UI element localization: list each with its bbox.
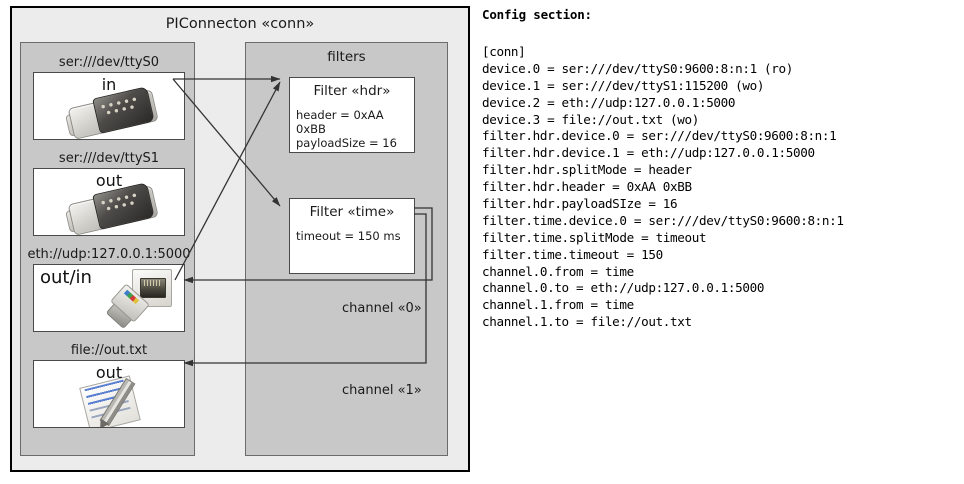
device-label: eth://udp:127.0.0.1:5000 xyxy=(27,247,191,262)
channel-0-label: channel «0» xyxy=(342,301,422,316)
filter-box-hdr[interactable]: Filter «hdr» header = 0xAA 0xBB payloadS… xyxy=(289,77,415,153)
device-direction: out xyxy=(95,363,123,382)
device-ser-ttys0[interactable]: ser:///dev/ttyS0 in xyxy=(33,55,185,140)
config-line: filter.time.device.0 = ser:///dev/ttyS0:… xyxy=(482,212,844,228)
config-line: channel.0.to = eth://udp:127.0.0.1:5000 xyxy=(482,280,765,296)
filter-property: header = 0xAA 0xBB xyxy=(296,108,384,136)
piconnecton-diagram: PIConnecton «conn» ser:///dev/ttyS0 in s… xyxy=(10,6,470,472)
channel-1-label: channel «1» xyxy=(342,383,422,398)
config-line: device.2 = eth://udp:127.0.0.1:5000 xyxy=(482,94,736,110)
text-file-icon xyxy=(79,375,154,427)
filters-panel-title: filters xyxy=(327,49,366,65)
config-line: filter.hdr.device.1 = eth://udp:127.0.0.… xyxy=(482,145,815,161)
device-box[interactable]: in xyxy=(33,72,185,140)
filter-title: Filter «hdr» xyxy=(313,83,391,99)
device-eth-udp[interactable]: eth://udp:127.0.0.1:5000 out/in xyxy=(27,247,191,332)
config-section: Config section: [conn]device.0 = ser:///… xyxy=(482,0,964,484)
filter-title: Filter «time» xyxy=(309,204,395,220)
config-line: device.3 = file://out.txt (wo) xyxy=(482,111,699,127)
config-line: filter.hdr.splitMode = header xyxy=(482,162,692,178)
filter-properties: timeout = 150 ms xyxy=(290,220,414,251)
config-section-heading: Config section: xyxy=(482,7,592,22)
device-direction: out/in xyxy=(40,267,92,288)
filter-property: payloadSize = 16 xyxy=(296,136,397,150)
config-line: device.0 = ser:///dev/ttyS0:9600:8:n:1 (… xyxy=(482,60,793,76)
config-line: filter.hdr.device.0 = ser:///dev/ttyS0:9… xyxy=(482,128,837,144)
diagram-title: PIConnecton «conn» xyxy=(165,16,315,32)
config-line: channel.1.to = file://out.txt xyxy=(482,314,692,330)
device-direction: out xyxy=(95,171,123,190)
config-line: filter.time.splitMode = timeout xyxy=(482,229,707,245)
config-line: channel.1.from = time xyxy=(482,297,634,313)
device-box[interactable]: out/in xyxy=(33,264,185,332)
device-label: ser:///dev/ttyS1 xyxy=(58,151,160,166)
device-ser-ttys1[interactable]: ser:///dev/ttyS1 out xyxy=(33,151,185,236)
device-box[interactable]: out xyxy=(33,168,185,236)
config-line: [conn] xyxy=(482,44,526,59)
filters-panel: filters Filter «hdr» header = 0xAA 0xBB … xyxy=(245,42,448,456)
devices-panel: ser:///dev/ttyS0 in ser:///dev/ttyS1 out xyxy=(20,42,195,456)
config-section-body: [conn]device.0 = ser:///dev/ttyS0:9600:8… xyxy=(482,44,844,331)
config-line: channel.0.from = time xyxy=(482,263,634,279)
config-line: device.1 = ser:///dev/ttyS1:115200 (wo) xyxy=(482,77,765,93)
ethernet-jack-icon xyxy=(105,269,182,331)
filter-box-time[interactable]: Filter «time» timeout = 150 ms xyxy=(289,198,415,274)
device-label: ser:///dev/ttyS0 xyxy=(58,55,160,70)
config-line: filter.hdr.header = 0xAA 0xBB xyxy=(482,179,692,195)
filter-property: timeout = 150 ms xyxy=(296,229,401,243)
config-line: filter.hdr.payloadSIze = 16 xyxy=(482,196,678,212)
device-label: file://out.txt xyxy=(70,343,148,358)
filter-properties: header = 0xAA 0xBB payloadSize = 16 xyxy=(290,99,414,158)
config-line: filter.time.timeout = 150 xyxy=(482,246,663,262)
device-box[interactable]: out xyxy=(33,360,185,428)
device-direction: in xyxy=(101,75,117,94)
device-file-out[interactable]: file://out.txt out xyxy=(33,343,185,428)
